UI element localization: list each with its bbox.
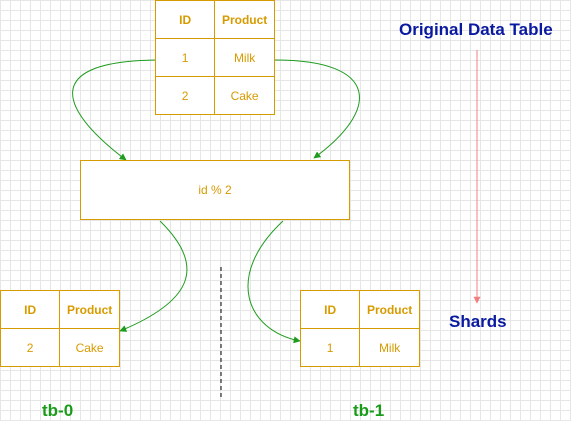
shards-label: Shards	[449, 312, 507, 331]
modulo-operation-label: id % 2	[198, 183, 232, 197]
original-data-table-title: Original Data Table	[399, 20, 553, 39]
header-id: ID	[0, 290, 61, 329]
header-id: ID	[299, 290, 361, 329]
shard-table-tb0: ID Product 2 Cake	[0, 290, 120, 367]
cell-id: 2	[0, 328, 61, 367]
header-id: ID	[154, 0, 216, 39]
header-product: Product	[359, 290, 420, 329]
cell-product: Milk	[214, 38, 275, 77]
arrow-mod-to-tb1	[247, 220, 301, 344]
table-row: 1 Milk	[154, 38, 275, 77]
cell-product: Milk	[359, 328, 420, 367]
table-row: 2 Cake	[0, 328, 120, 367]
header-product: Product	[214, 0, 275, 39]
arrow-milk-to-mod	[72, 59, 156, 161]
table-header-row: ID Product	[0, 290, 120, 329]
table-header-row: ID Product	[154, 0, 275, 39]
cell-id: 1	[299, 328, 361, 367]
header-product: Product	[59, 290, 120, 329]
shard-name-tb0: tb-0	[42, 401, 74, 420]
cell-id: 2	[154, 76, 216, 115]
modulo-operation-box: id % 2	[80, 160, 350, 220]
original-data-table: ID Product 1 Milk 2 Cake	[154, 0, 275, 115]
arrow-mod-to-tb0	[119, 220, 188, 332]
table-row: 2 Cake	[154, 76, 275, 115]
shard-table-tb1: ID Product 1 Milk	[299, 290, 420, 367]
arrow-cake-to-mod	[274, 59, 360, 159]
table-row: 1 Milk	[299, 328, 420, 367]
shard-name-tb1: tb-1	[353, 401, 385, 420]
cell-product: Cake	[214, 76, 275, 115]
cell-id: 1	[154, 38, 216, 77]
cell-product: Cake	[59, 328, 120, 367]
table-header-row: ID Product	[299, 290, 420, 329]
